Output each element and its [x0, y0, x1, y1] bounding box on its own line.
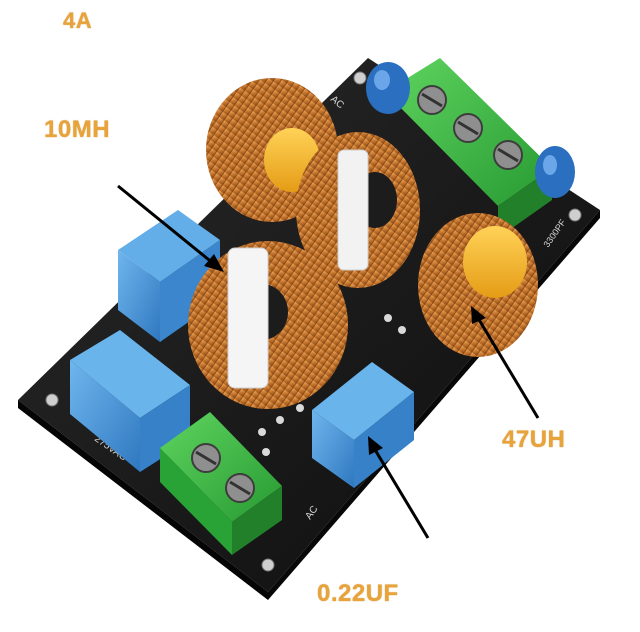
screw-terminal	[417, 85, 447, 115]
current-rating-label: 4A	[63, 8, 93, 33]
y-capacitor	[535, 146, 575, 198]
x-capacitor-022uf	[312, 362, 414, 488]
y-capacitor	[366, 62, 410, 114]
mounting-hole	[45, 393, 59, 407]
arrow-022uf	[368, 436, 430, 539]
mounting-hole	[568, 208, 582, 222]
screw-terminal	[191, 443, 221, 473]
common-mode-choke-label: 10MH	[44, 116, 111, 143]
screw-terminal	[225, 473, 255, 503]
arrow-10mh	[117, 184, 224, 272]
mounting-hole	[353, 71, 367, 85]
x-capacitor-label: 0.22UF	[317, 580, 399, 607]
screw-terminal	[453, 113, 483, 143]
differential-inductor	[418, 213, 538, 357]
arrow-47uh	[471, 306, 540, 419]
differential-inductor-label: 47UH	[502, 426, 566, 453]
x-capacitor	[70, 330, 190, 472]
mounting-hole	[261, 558, 275, 572]
common-mode-choke-front	[188, 241, 348, 409]
common-mode-choke-rear	[296, 132, 420, 288]
screw-terminal	[493, 140, 523, 170]
output-terminal-block	[160, 412, 282, 555]
